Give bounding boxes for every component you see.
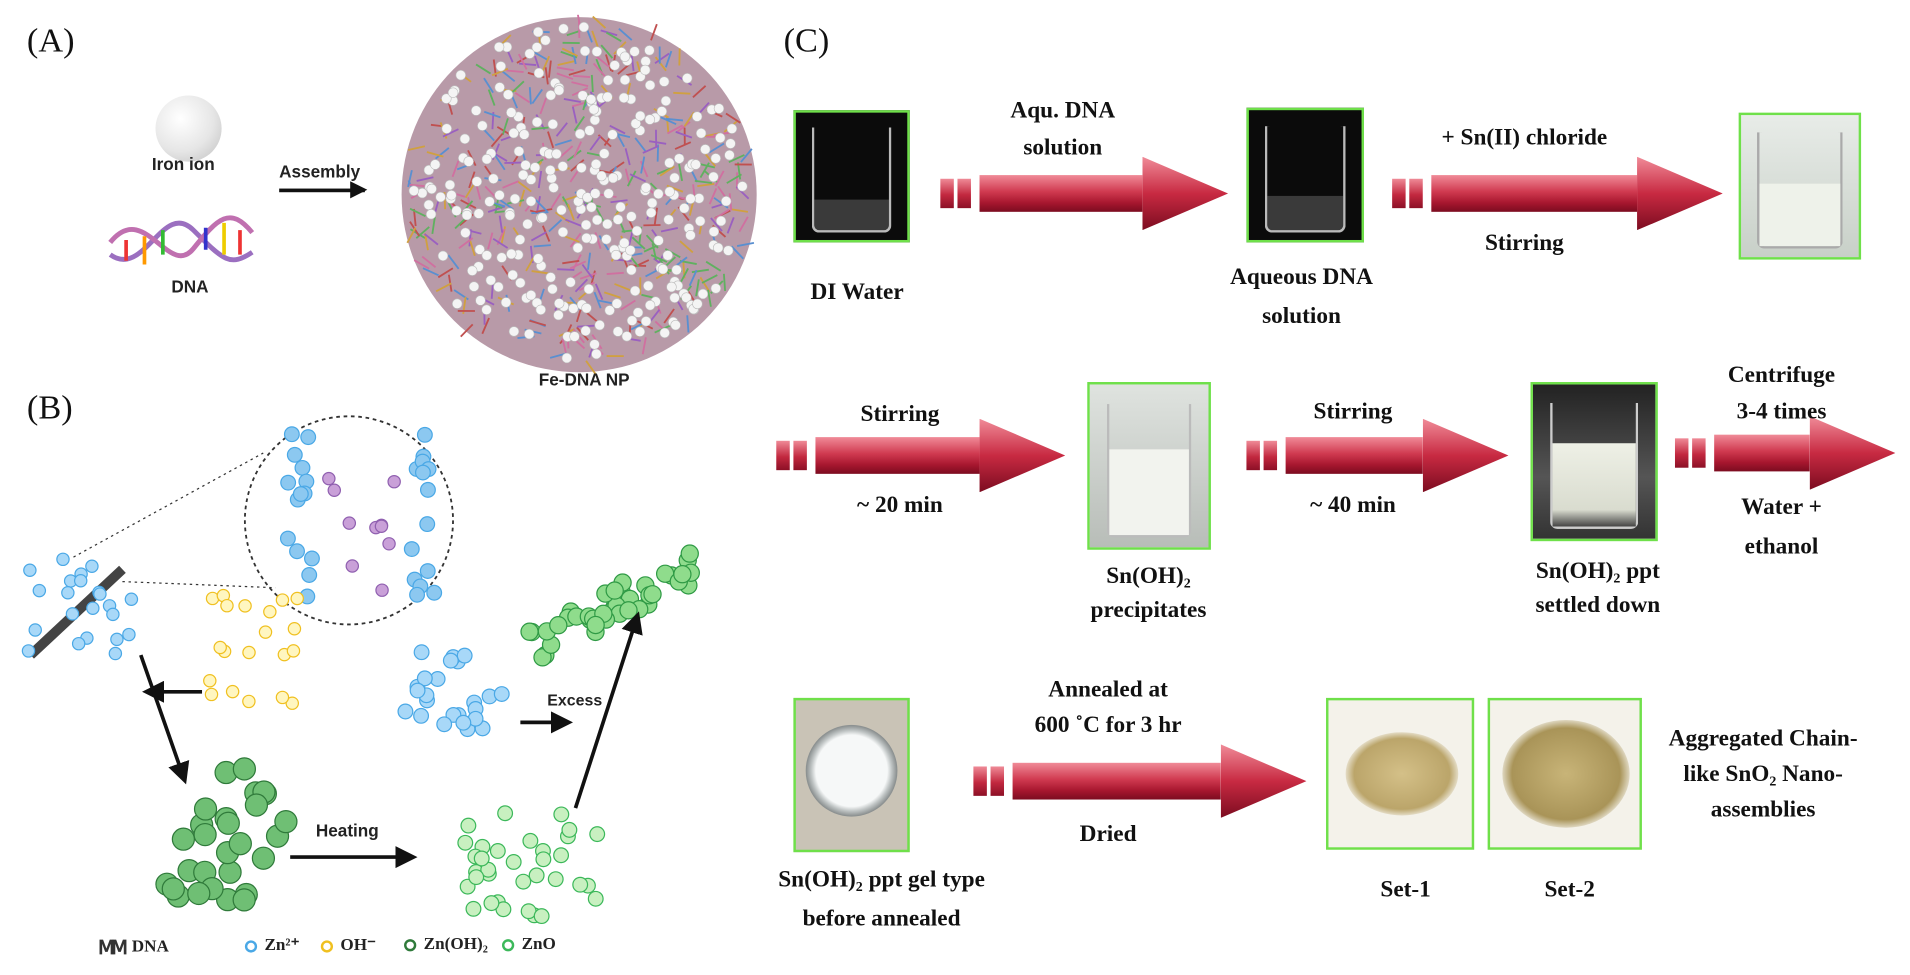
excess-zn-cluster (398, 645, 509, 737)
arrow-label: Stirring (861, 402, 940, 429)
settled-label: Sn(OH)₂ ppt (1536, 558, 1660, 585)
arrow-label: 3-4 times (1737, 399, 1827, 426)
zinc-hydroxide-cluster (156, 758, 297, 911)
arrow-label: 600 ˚C for 3 hr (1035, 713, 1182, 740)
process-arrow-dna (940, 157, 1228, 230)
fe-dna-nanoparticle (399, 15, 759, 375)
arrow-label: Centrifuge (1728, 362, 1835, 389)
photo-gel (793, 698, 909, 852)
legend-zn-ion: Zn²⁺ (245, 935, 300, 956)
photo-set-2 (1488, 698, 1642, 850)
process-arrow-centrifuge (1675, 416, 1895, 489)
zno-chain (521, 545, 699, 666)
photo-precipitates (1087, 382, 1211, 550)
process-arrow-anneal (973, 744, 1306, 817)
photo-sn-chloride-mix (1739, 113, 1861, 260)
set-2-label: Set-2 (1544, 877, 1594, 904)
process-arrow-sn-chloride (1392, 157, 1723, 230)
legend-label: Zn(OH)₂ (424, 935, 488, 955)
legend-label: OH⁻ (340, 935, 376, 956)
hydroxide-cluster (204, 589, 304, 709)
gel-label: before annealed (803, 906, 961, 933)
zoom-line (122, 582, 275, 588)
aqueous-dna-label: Aqueous DNA (1230, 264, 1373, 291)
settled-label: settled down (1535, 593, 1660, 620)
arrow-label: solution (1023, 135, 1102, 162)
assembly-label: Assembly (279, 162, 360, 182)
result-label: like SnO₂ Nano- (1683, 762, 1843, 789)
heating-label: Heating (316, 820, 379, 840)
zinc-oxide-dot-icon (502, 939, 514, 951)
legend-label: DNA (132, 938, 169, 958)
panel-b-schematic (0, 404, 735, 930)
legend-label: Zn²⁺ (264, 935, 299, 956)
fe-dna-np-label: Fe-DNA NP (539, 370, 630, 390)
photo-settled (1531, 382, 1658, 541)
legend-label: ZnO (522, 935, 556, 955)
panel-a-label: (A) (27, 22, 75, 61)
panel-c-label: (C) (784, 22, 830, 61)
di-water-label: DI Water (810, 279, 903, 306)
set-1-label: Set-1 (1380, 877, 1430, 904)
dna-helix-icon (108, 206, 255, 275)
arrow-label: ethanol (1745, 534, 1819, 561)
process-arrow-stir-20 (776, 419, 1065, 492)
arrow-up (575, 618, 636, 808)
dna-icon: ⅯⅯ (98, 935, 124, 959)
photo-set-1 (1326, 698, 1474, 850)
arrow-label: Water + (1741, 495, 1822, 522)
arrow-label: + Sn(II) chloride (1441, 125, 1607, 152)
excess-label: Excess (547, 691, 602, 709)
arrow-label: ~ 20 min (857, 492, 943, 519)
gel-label: Sn(OH)₂ ppt gel type (778, 867, 985, 894)
dna-label: DNA (171, 277, 208, 297)
photo-di-water (793, 110, 909, 242)
zn-ion-dot-icon (245, 940, 257, 952)
precipitates-label: Sn(OH)₂ (1106, 563, 1191, 590)
arrow-label: Stirring (1485, 230, 1564, 257)
result-label: Aggregated Chain- (1669, 726, 1858, 753)
photo-aqueous-dna (1246, 108, 1364, 243)
legend-dna: ⅯⅯ DNA (98, 935, 169, 959)
process-arrow-stir-40 (1246, 419, 1508, 492)
legend-zinc-hydroxide: Zn(OH)₂ (404, 935, 488, 955)
precipitates-label: precipitates (1091, 598, 1207, 625)
arrow-label: ~ 40 min (1310, 492, 1396, 519)
zinc-hydroxide-dot-icon (404, 939, 416, 951)
arrow-label: Stirring (1314, 399, 1393, 426)
hydroxide-dot-icon (321, 940, 333, 952)
zoom-line (73, 453, 263, 557)
arrow-label: Annealed at (1048, 677, 1168, 704)
arrow-down (141, 655, 184, 777)
aqueous-dna-label: solution (1262, 304, 1341, 331)
legend-zinc-oxide: ZnO (502, 935, 556, 955)
iron-ion-sphere (155, 96, 221, 162)
iron-ion-label: Iron ion (152, 154, 215, 174)
result-label: assemblies (1711, 797, 1816, 824)
legend-hydroxide: OH⁻ (321, 935, 376, 956)
assembly-arrow (279, 189, 365, 193)
arrow-label: Aqu. DNA (1010, 98, 1115, 125)
zno-loop-chain (458, 806, 605, 924)
arrow-label: Dried (1080, 822, 1137, 849)
